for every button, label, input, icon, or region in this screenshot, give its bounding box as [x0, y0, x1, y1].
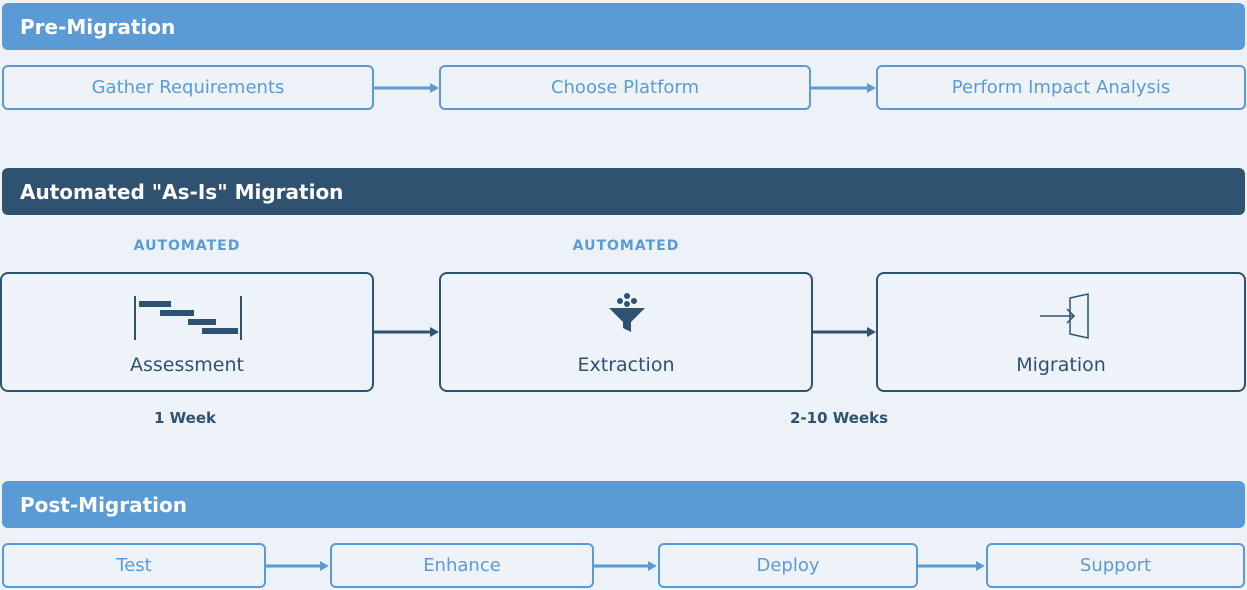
post-migration-title: Post-Migration — [20, 492, 187, 517]
step-label: Migration — [1016, 354, 1106, 376]
arrow-icon — [266, 561, 329, 571]
step-gather-requirements: Gather Requirements — [2, 65, 374, 110]
step-choose-platform: Choose Platform — [439, 65, 811, 110]
step-assessment: Assessment — [0, 272, 374, 392]
step-label: Choose Platform — [550, 77, 700, 98]
automated-tag: AUTOMATED — [572, 238, 680, 254]
arrow-icon — [374, 83, 439, 93]
step-enhance: Enhance — [330, 543, 594, 588]
post-migration-header: Post-Migration — [2, 481, 1245, 528]
step-label: Perform Impact Analysis — [951, 77, 1171, 98]
step-support: Support — [986, 543, 1245, 588]
duration-label: 2-10 Weeks — [790, 409, 889, 427]
funnel-icon — [609, 293, 645, 332]
arrow-icon — [594, 561, 657, 571]
step-label: Test — [116, 555, 152, 576]
step-deploy: Deploy — [658, 543, 918, 588]
step-label: Enhance — [423, 555, 501, 576]
step-migration: Migration — [876, 272, 1246, 392]
automated-tag: AUTOMATED — [133, 238, 241, 254]
duration-label: 1 Week — [154, 409, 216, 427]
arrow-icon — [374, 327, 439, 337]
sign-in-icon — [1040, 293, 1089, 339]
automated-migration-header: Automated "As-Is" Migration — [2, 168, 1245, 215]
step-label: Extraction — [577, 354, 675, 376]
step-label: Assessment — [130, 354, 244, 376]
pre-migration-title: Pre-Migration — [20, 14, 176, 39]
step-perform-impact-analysis: Perform Impact Analysis — [876, 65, 1246, 110]
gantt-chart-icon — [134, 296, 242, 340]
step-label: Support — [1079, 555, 1152, 576]
pre-migration-header: Pre-Migration — [2, 3, 1245, 50]
step-test: Test — [2, 543, 266, 588]
automated-migration-title: Automated "As-Is" Migration — [20, 179, 344, 204]
step-extraction: Extraction — [439, 272, 813, 392]
arrow-icon — [811, 327, 876, 337]
step-label: Gather Requirements — [91, 77, 285, 98]
step-label: Deploy — [756, 555, 820, 576]
arrow-icon — [811, 83, 876, 93]
arrow-icon — [918, 561, 985, 571]
